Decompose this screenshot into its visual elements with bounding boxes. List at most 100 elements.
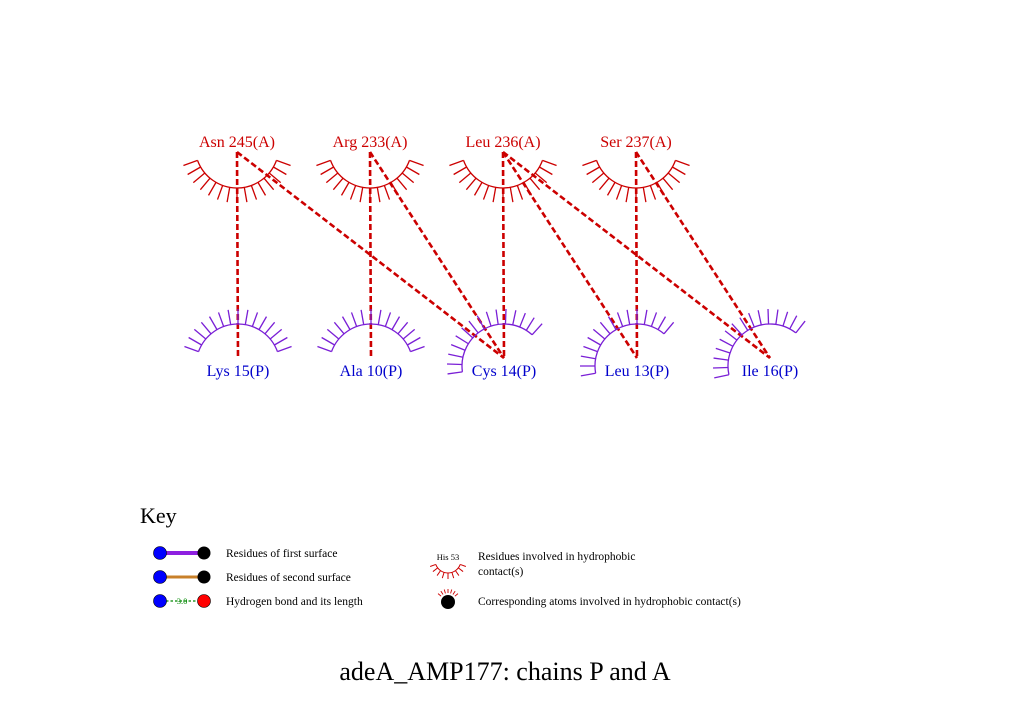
legend-fan <box>429 563 467 579</box>
hydrophobic-fan-ile16-spoke <box>731 323 743 336</box>
hydrophobic-fan-lys15 <box>184 309 292 353</box>
legend-fan-spoke <box>458 567 464 572</box>
hydrophobic-example-label: His 53 <box>437 552 459 562</box>
red-atom <box>197 594 211 608</box>
hydrophobic-fan-asn245-curve <box>196 160 278 189</box>
hydrophobic-fan-cys14-spoke <box>519 312 526 328</box>
hydrophobic-fan-cys14-spoke <box>512 310 517 326</box>
hydrophobic-arc-example <box>429 563 467 579</box>
legend-hydrophobic-residues-label: Residues involved in hydrophobic <box>478 551 635 563</box>
legend-first-surface-label: Residues of first surface <box>226 548 337 560</box>
diagram-title: adeA_AMP177: chains P and A <box>339 657 670 686</box>
residue-ile16: Ile 16(P) <box>713 309 806 380</box>
hydrophobic-arc-ile16 <box>713 309 806 379</box>
hydrophobic-arc-ala10 <box>317 309 425 353</box>
contact-line-ser237-leu13 <box>634 151 639 359</box>
legend-hydrophobic-residue: His 53 Residues involved in hydrophobic … <box>429 551 635 579</box>
hydrophobic-fan-leu13-spoke <box>626 309 631 325</box>
hydrophobic-fan-asn245-spoke <box>207 182 217 196</box>
black-atom <box>197 570 211 584</box>
hydrophobic-fan-ala10-spoke <box>333 321 345 335</box>
hydrophobic-fan-ser237-spoke <box>675 159 690 167</box>
hydrophobic-fan-leu13-spoke <box>587 336 601 346</box>
hydrophobic-fan-ala10-spoke <box>402 328 416 340</box>
hydrophobic-fan-asn245 <box>183 159 291 203</box>
hydrophobic-arc-leu236 <box>449 159 557 203</box>
hydrophobic-fan-lys15-spoke <box>188 336 202 346</box>
hydrophobic-fan-arg233-spoke <box>316 159 331 167</box>
hydrophobic-arc-ser237 <box>582 159 690 203</box>
hydrophobic-fan-cys14-spoke <box>447 363 463 366</box>
hydrophobic-fan-lys15-spoke <box>269 328 283 340</box>
hydrophobic-fan-ala10-spoke <box>317 345 332 353</box>
residue-cys14: Cys 14(P) <box>447 309 543 380</box>
residue-label-leu13: Leu 13(P) <box>605 363 669 380</box>
contact-line-arg233-ala10 <box>368 151 373 359</box>
hydrophobic-fan-leu236-spoke <box>542 159 557 167</box>
residue-label-arg233: Arg 233(A) <box>333 134 408 151</box>
hydrophobic-fan-asn245-spoke <box>243 187 248 203</box>
hydrophobic-fan-cys14 <box>447 309 543 375</box>
legend-title: Key <box>140 503 177 528</box>
residue-label-ile16: Ile 16(P) <box>742 363 798 380</box>
hydrophobic-fan-lys15-curve <box>197 323 279 352</box>
hydrophobic-fan-arg233-spoke <box>401 172 415 184</box>
hydrophobic-fan-leu236 <box>449 159 557 203</box>
hydrophobic-fan-ile16-spoke <box>757 310 762 326</box>
residue-label-asn245: Asn 245(A) <box>199 134 275 151</box>
blue-atom <box>153 570 167 584</box>
black-atom <box>441 595 455 609</box>
legend-fan-spoke <box>429 563 436 567</box>
hydrophobic-fan-ser237-spoke <box>672 166 686 176</box>
hydrophobic-fan-asn245-spoke <box>268 172 282 184</box>
residue-lys15: Lys 15(P) <box>184 309 292 380</box>
hydrophobic-fan-ile16-spoke <box>724 330 738 341</box>
legend-second-surface: Residues of second surface <box>153 570 351 584</box>
contact-line-leu236-leu13 <box>501 151 639 359</box>
hydrophobic-fan-leu13-spoke <box>636 309 638 324</box>
legend: Key Residues of first surface Residues o… <box>140 503 741 609</box>
hydrophobic-fan-leu236-spoke <box>516 185 524 200</box>
hydrophobic-fan-asn245-spoke <box>216 185 224 200</box>
hydrophobic-fan-ser237-curve <box>595 160 677 189</box>
hydrophobic-fan-lys15-spoke <box>208 316 218 330</box>
hydrophobic-fan-leu13-curve <box>594 323 665 374</box>
hydrophobic-fan-lys15-spoke <box>217 312 225 327</box>
legend-hbond: 3.0 Hydrogen bond and its length <box>153 594 363 608</box>
hydrophobic-fan-ser237-spoke <box>586 166 600 176</box>
hydrophobic-fan-lys15-spoke <box>227 309 232 325</box>
hydrophobic-fan-ala10 <box>317 309 425 353</box>
hydrophobic-arc-cys14 <box>447 309 543 375</box>
residue-leu13: Leu 13(P) <box>579 309 675 380</box>
legend-fan-spoke <box>455 570 460 576</box>
contact-line-arg233-cys14 <box>368 151 506 359</box>
hydrophobic-fan-leu13-spoke <box>643 309 648 325</box>
hydrophobic-fan-asn245-spoke <box>192 172 206 184</box>
hydrophobic-fan-ala10-spoke <box>384 312 392 327</box>
hydrophobic-fan-leu236-spoke <box>482 185 490 200</box>
hydrophobic-fan-arg233-spoke <box>340 182 350 196</box>
hydrophobic-fan-asn245-spoke <box>263 177 275 191</box>
hydrophobic-fan-ser237-spoke <box>598 177 610 191</box>
blue-atom <box>153 546 167 560</box>
hydrophobic-fan-lys15-spoke <box>264 321 276 335</box>
hydrophobic-fan-cys14-spoke <box>447 371 463 375</box>
contact-line-ser237-ile16 <box>634 151 772 359</box>
hydrophobic-fan-asn245-spoke <box>226 187 231 203</box>
hydrophobic-fan-ile16-spoke <box>767 309 770 325</box>
hydrophobic-fan-cys14-spoke <box>461 327 474 339</box>
legend-fan-spoke <box>441 572 445 579</box>
hydrophobic-fan-ser237-spoke <box>667 172 681 184</box>
hydrophobic-fan-lys15-spoke <box>274 336 288 346</box>
legend-second-surface-label: Residues of second surface <box>226 572 351 584</box>
hydrophobic-fan-arg233-spoke <box>359 187 364 203</box>
hydrophobic-fan-leu236-spoke <box>509 187 514 203</box>
hydrophobic-fan-ala10-spoke <box>377 309 382 325</box>
hydrophobic-fan-lys15-spoke <box>193 328 207 340</box>
hydrophobic-arc-asn245 <box>183 159 291 203</box>
legend-hydrophobic-atom: Corresponding atoms involved in hydropho… <box>437 589 741 609</box>
residue-label-leu236: Leu 236(A) <box>465 134 540 151</box>
hydrophobic-fan-ser237-spoke <box>642 187 647 203</box>
hbond-length-label: 3.0 <box>177 596 188 606</box>
